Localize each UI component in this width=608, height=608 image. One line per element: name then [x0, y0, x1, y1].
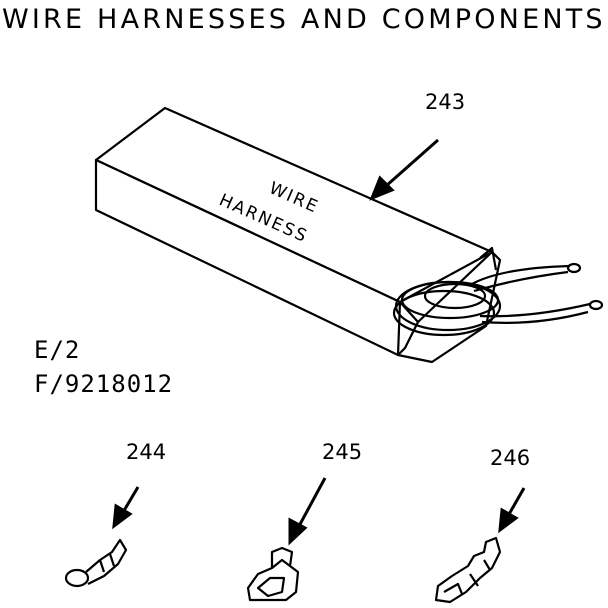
- wire-harness-box-icon: [94, 106, 604, 364]
- code-line-1: E/2: [34, 336, 81, 364]
- callout-243: 243: [425, 90, 466, 114]
- arrow-243: [385, 138, 439, 188]
- arrow-246: [506, 487, 526, 517]
- spade-terminal-icon: [246, 546, 300, 602]
- arrow-245: [296, 477, 327, 529]
- arrow-245-head: [288, 517, 308, 546]
- flag-terminal-icon: [434, 536, 502, 604]
- code-line-2: F/9218012: [34, 370, 174, 398]
- ring-terminal-icon: [64, 538, 128, 588]
- callout-246: 246: [490, 446, 531, 470]
- callout-244: 244: [126, 440, 167, 464]
- callout-arrows: [112, 138, 526, 546]
- arrow-246-head: [498, 507, 519, 534]
- diagram-title: WIRE HARNESSES AND COMPONENTS: [2, 4, 606, 35]
- callout-245: 245: [322, 440, 363, 464]
- arrow-243-head: [369, 175, 395, 201]
- arrow-244-head: [112, 503, 133, 530]
